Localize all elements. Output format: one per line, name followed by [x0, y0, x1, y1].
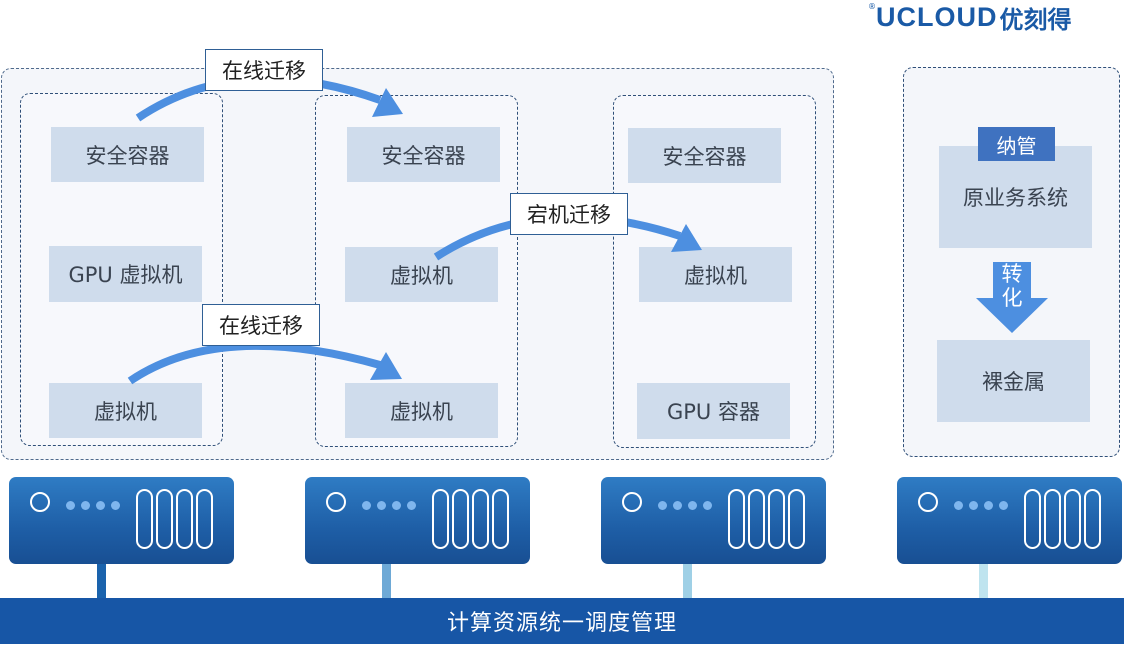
led-icon [81, 501, 90, 510]
led-icon [66, 501, 75, 510]
convert-char-2: 化 [1001, 286, 1023, 310]
live-migration-arrowhead-2 [370, 352, 402, 380]
drive-slot-icon [472, 489, 489, 549]
drive-slot-icon [748, 489, 765, 549]
led-icon [111, 501, 120, 510]
led-icon [703, 501, 712, 510]
power-icon [622, 492, 642, 512]
led-icon [673, 501, 682, 510]
drive-slot-icon [136, 489, 153, 549]
drive-slot-icon [196, 489, 213, 549]
drive-slot-icon [1044, 489, 1061, 549]
led-icon [954, 501, 963, 510]
logo-cjk: 优刻得 [999, 5, 1072, 34]
drive-slot-icon [432, 489, 449, 549]
server-4 [897, 477, 1122, 564]
server-post-3 [683, 563, 692, 599]
led-icon [984, 501, 993, 510]
server-post-2 [382, 563, 391, 599]
drive-slot-icon [1084, 489, 1101, 549]
logo-latin: UCLOUD [876, 1, 998, 32]
drive-slot-icon [728, 489, 745, 549]
power-icon [30, 492, 50, 512]
live-migration-label-1: 在线迁移 [205, 49, 323, 91]
drive-slot-icon [156, 489, 173, 549]
vm-2b: 虚拟机 [345, 383, 498, 438]
gpu-vm-1: GPU 虚拟机 [49, 246, 202, 302]
secure-container-2: 安全容器 [347, 127, 500, 182]
led-icon [362, 501, 371, 510]
ucloud-logo: ® UCLOUD 优刻得 [868, 1, 1072, 34]
convert-down-arrow [976, 262, 1048, 333]
server-2 [305, 477, 530, 564]
bare-metal: 裸金属 [937, 340, 1090, 422]
vm-3: 虚拟机 [639, 247, 792, 302]
manage-tag: 纳管 [978, 127, 1055, 161]
vm-2a: 虚拟机 [345, 247, 498, 302]
power-icon [918, 492, 938, 512]
gpu-container-3: GPU 容器 [637, 383, 790, 439]
vm-1: 虚拟机 [49, 383, 202, 438]
led-icon [407, 501, 416, 510]
downtime-migration-arrowhead [671, 224, 702, 252]
drive-slot-icon [176, 489, 193, 549]
legacy-system-label: 原业务系统 [963, 186, 1068, 210]
led-icon [999, 501, 1008, 510]
live-migration-label-2: 在线迁移 [202, 304, 320, 346]
scheduler-bar: 计算资源统一调度管理 [0, 598, 1124, 644]
convert-char-1: 转 [1001, 262, 1023, 286]
drive-slot-icon [1064, 489, 1081, 549]
led-icon [658, 501, 667, 510]
server-post-1 [97, 563, 106, 599]
secure-container-3: 安全容器 [628, 128, 781, 183]
live-migration-arrow-2 [127, 341, 382, 385]
server-1 [9, 477, 234, 564]
server-post-4 [979, 563, 988, 599]
legacy-system: 原业务系统 [939, 146, 1092, 248]
drive-slot-icon [788, 489, 805, 549]
trademark-mark: ® [868, 2, 876, 11]
led-icon [96, 501, 105, 510]
drive-slot-icon [1024, 489, 1041, 549]
drive-slot-icon [492, 489, 509, 549]
downtime-migration-label: 宕机迁移 [510, 193, 628, 235]
live-migration-arrowhead-1 [372, 88, 403, 117]
led-icon [969, 501, 978, 510]
secure-container-1: 安全容器 [51, 127, 204, 182]
drive-slot-icon [452, 489, 469, 549]
convert-label: 转 化 [996, 262, 1028, 312]
power-icon [326, 492, 346, 512]
server-3 [601, 477, 826, 564]
led-icon [688, 501, 697, 510]
led-icon [392, 501, 401, 510]
led-icon [377, 501, 386, 510]
drive-slot-icon [768, 489, 785, 549]
